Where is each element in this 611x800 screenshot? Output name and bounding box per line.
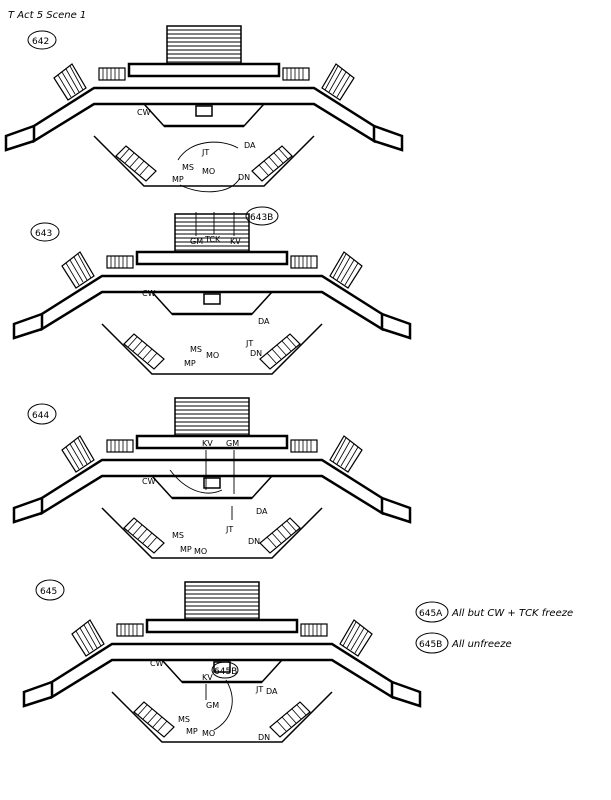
actor-label: MO xyxy=(194,547,207,556)
actor-label: MP xyxy=(186,727,198,736)
actor-label: DA xyxy=(258,317,270,326)
actor-label: DA xyxy=(266,687,278,696)
actor-label: MP xyxy=(184,359,196,368)
cue-number: 643 xyxy=(35,229,52,239)
actor-label: CW xyxy=(150,659,164,668)
actor-label: JT xyxy=(225,525,233,534)
cue-circle xyxy=(415,601,449,623)
actor-label: MS xyxy=(172,531,184,540)
panel-642 xyxy=(4,24,404,188)
actor-label: DN xyxy=(248,537,260,546)
movement-arrow xyxy=(179,177,241,193)
cue-number: 645B xyxy=(419,640,442,650)
actor-label: TCK xyxy=(204,235,221,244)
cue-number: 643B xyxy=(250,213,273,223)
actor-label: MP xyxy=(172,175,184,184)
actor-label: MS xyxy=(182,163,194,172)
actor-label: CW xyxy=(137,108,151,117)
actor-label: DN xyxy=(258,733,270,742)
actor-label: MS xyxy=(178,715,190,724)
cue-circle xyxy=(211,661,239,679)
movement-arrow xyxy=(169,469,223,494)
actor-label: JT xyxy=(255,685,263,694)
page-title: T Act 5 Scene 1 xyxy=(8,10,86,21)
actor-label: MP xyxy=(180,545,192,554)
actor-label: DN xyxy=(238,173,250,182)
actor-label: KV xyxy=(230,237,241,246)
cue-number: 645B xyxy=(214,667,237,677)
actor-label: JT xyxy=(201,148,209,157)
actor-label: DA xyxy=(256,507,268,516)
movement-arrow xyxy=(213,679,233,731)
actor-label: KV xyxy=(202,673,213,682)
cue-circle xyxy=(415,632,449,654)
actor-label: CW xyxy=(142,477,156,486)
note-text: All but CW + TCK freeze xyxy=(451,608,573,619)
actor-label: MO xyxy=(202,729,215,738)
cue-number: 644 xyxy=(32,411,49,421)
cue-number: 645 xyxy=(40,587,57,597)
actor-label: MO xyxy=(206,351,219,360)
actor-label: DA xyxy=(244,141,256,150)
note-text: All unfreeze xyxy=(451,639,512,650)
cue-circle xyxy=(30,222,60,242)
cue-number: 642 xyxy=(32,37,49,47)
cue-circle xyxy=(27,30,57,50)
actor-label: JT xyxy=(245,339,253,348)
actor-label: MO xyxy=(202,167,215,176)
cue-circle xyxy=(35,579,65,601)
actor-label: KV xyxy=(202,439,213,448)
actor-label: GM xyxy=(190,237,203,246)
panel-644 xyxy=(12,396,412,560)
actor-label: CW xyxy=(142,289,156,298)
actor-label: GM xyxy=(226,439,239,448)
cue-circle xyxy=(245,206,279,226)
cue-number: 645A xyxy=(419,609,443,619)
actor-label: GM xyxy=(206,701,219,710)
movement-arrow xyxy=(177,141,239,161)
actor-label: DN xyxy=(250,349,262,358)
cue-circle xyxy=(27,403,57,425)
actor-label: MS xyxy=(190,345,202,354)
